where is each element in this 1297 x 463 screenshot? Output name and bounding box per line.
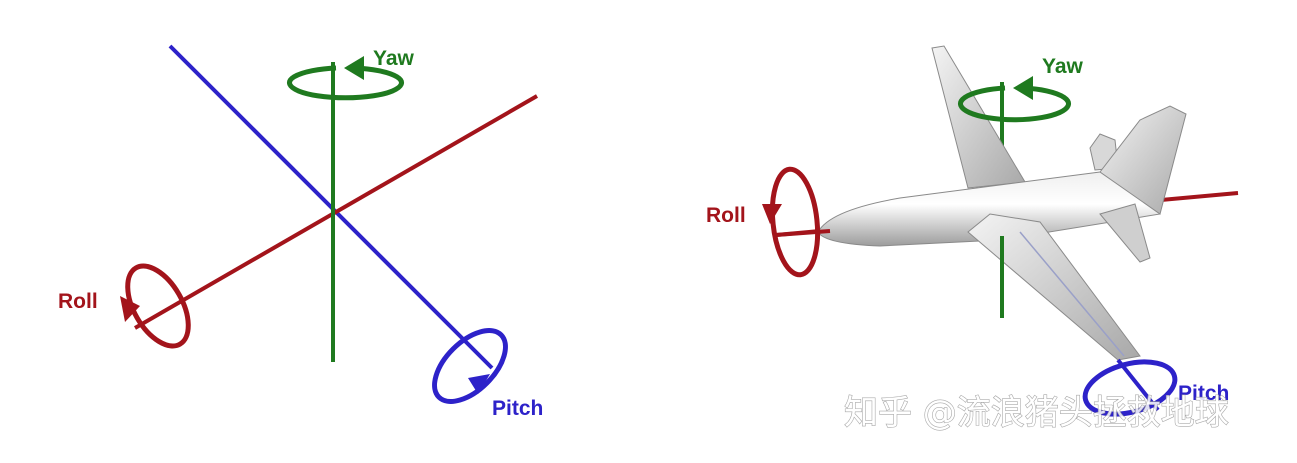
right-roll-label: Roll (706, 204, 746, 227)
roll-axis (134, 94, 538, 330)
left-pitch-label: Pitch (492, 397, 543, 420)
left-roll-label: Roll (58, 290, 98, 313)
left-yaw-label: Yaw (373, 47, 415, 70)
airplane-illustration (817, 45, 1187, 361)
left-axes-diagram: Yaw Roll Pitch (58, 44, 543, 420)
plane-pitch-rotation-icon (1082, 358, 1178, 417)
roll-rotation-icon (120, 263, 191, 349)
yaw-rotation-icon (287, 56, 404, 101)
plane-yaw-rotation-icon (958, 76, 1071, 123)
pitch-rotation-icon (432, 328, 508, 404)
right-pitch-label: Pitch (1178, 382, 1229, 405)
watermark-text: 知乎 @流浪猪头拯救地球 (844, 393, 1229, 433)
right-yaw-label: Yaw (1042, 55, 1084, 78)
plane-roll-axis-front (775, 229, 831, 237)
plane-roll-rotation-icon (762, 166, 821, 278)
right-plane-diagram: Yaw Roll Pitch (706, 45, 1239, 417)
